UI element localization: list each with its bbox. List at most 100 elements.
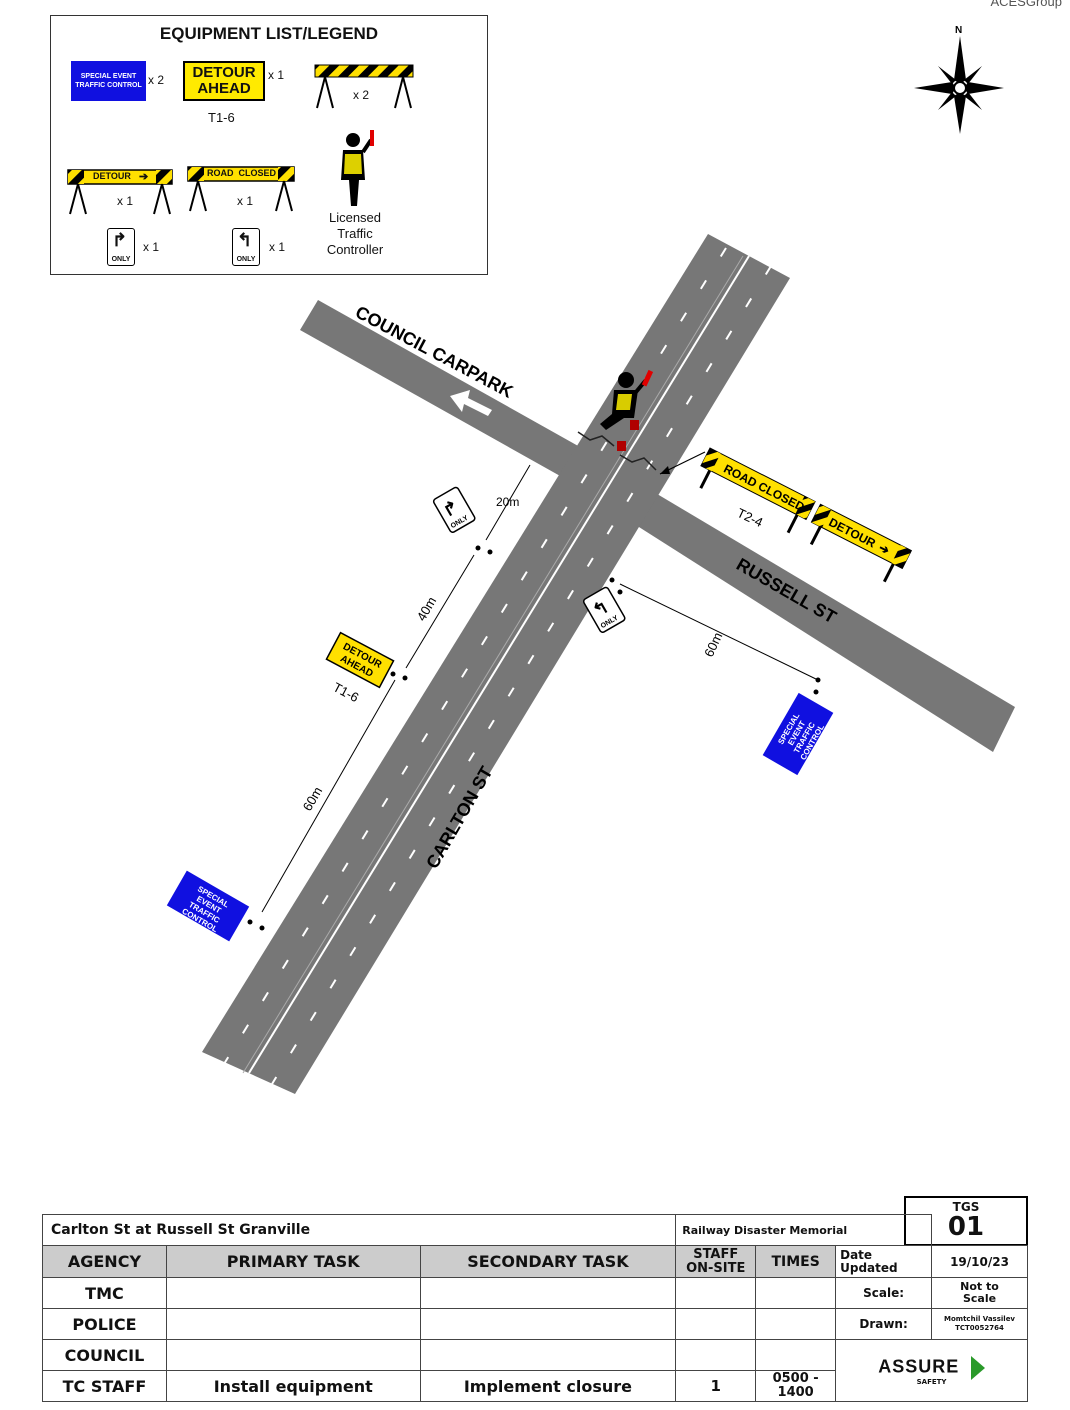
carlton-st-road [202,234,790,1094]
row-tmc-staff [675,1277,757,1309]
row-police-secondary [419,1308,677,1340]
legend-right-only-text: ONLY [111,256,131,263]
row-police-times [755,1308,837,1340]
map-special-event-sign-east: SPECIAL EVENT TRAFFIC CONTROL [762,692,834,776]
legend-detour-barrier-text: DETOUR [93,171,131,181]
north-compass-icon [914,36,1004,134]
legend-road-closed-qty: x 1 [237,194,254,208]
scale-value: Not to Scale [931,1277,1028,1309]
assure-logo: ASSURE SAFETY [835,1339,1028,1402]
times-end: 1400 [777,1385,814,1400]
legend-barrier-qty: x 2 [353,88,370,102]
scale-value-line1: Not to [960,1280,999,1293]
row-tc-staff-times: 0500 - 1400 [755,1370,837,1402]
legend-controller-label: Licensed Traffic Controller [321,210,389,258]
legend-right-only-qty: x 1 [143,240,160,254]
header-staff-line1: STAFF [693,1246,739,1262]
header-date: Date Updated [835,1245,933,1278]
date-value: 19/10/23 [931,1245,1028,1278]
legend-set-qty: x 2 [148,73,165,87]
row-council-times [755,1339,837,1371]
row-tc-staff-count: 1 [675,1370,757,1402]
corner-text: ACESGroup [990,0,1062,9]
carpark-barrier-line [577,431,615,447]
legend-barrier-icon [314,64,414,109]
drawn-label: Drawn: [835,1308,933,1340]
equipment-legend: EQUIPMENT LIST/LEGEND SPECIAL EVENT TRAF… [50,15,488,275]
drawn-value: Momtchil Vassilev TCT0052764 [931,1308,1028,1340]
map-road-closed-text: ROAD CLOSED [721,462,807,515]
legend-left-only-qty: x 1 [269,240,286,254]
dimension-lines [261,464,819,913]
map-traffic-controller-icon [600,369,654,430]
row-council-primary [165,1339,421,1371]
logo-main-text: ASSURE [878,1356,960,1376]
red-cone-icon [630,420,639,430]
drawn-id: TCT0052764 [955,1324,1004,1332]
legend-traffic-controller-icon [341,130,374,206]
location-cell: Carlton St at Russell St Granville [41,1214,677,1246]
row-tmc-secondary [419,1277,677,1309]
legend-road-closed-barrier-icon [187,166,295,212]
legend-left-only-text: ONLY [236,256,256,263]
row-council-secondary [419,1339,677,1371]
row-tmc-times [755,1277,837,1309]
council-carpark-road [300,300,596,486]
tgs-number: 01 [947,1212,985,1242]
red-cone-icon-2 [617,441,626,451]
row-council-staff [675,1339,757,1371]
drawn-name: Momtchil Vassilev [944,1315,1015,1323]
legend-special-event-text: SPECIAL EVENT TRAFFIC CONTROL [75,73,142,89]
logo-arrow-icon [970,1355,985,1380]
scale-label: Scale: [835,1277,933,1309]
scale-value-line2: Scale [962,1292,997,1305]
map-special-event-sign-west: SPECIAL EVENT TRAFFIC CONTROL [166,870,250,942]
legend-left-turn-only-sign: ↰ ONLY [232,228,260,266]
header-primary: PRIMARY TASK [165,1245,421,1278]
legend-detour-ahead-line2: AHEAD [197,80,251,97]
left-turn-arrow-icon: ↰ [237,230,253,250]
legend-special-event-sign: SPECIAL EVENT TRAFFIC CONTROL [71,61,146,101]
legend-detour-ahead-line1: DETOUR [192,64,256,81]
map-right-turn-only-sign: ↱ ONLY [432,486,476,533]
legend-controller-line3: Controller [326,242,384,257]
map-t24-label: T2-4 [735,505,766,530]
row-tc-staff-primary: Install equipment [165,1370,421,1402]
logo-sub-text: SAFETY [916,1377,947,1386]
row-police-agency: POLICE [42,1308,167,1340]
legend-controller-line1: Licensed [328,210,382,225]
russell-st-road [620,485,1015,752]
legend-detour-ahead-code: T1-6 [208,110,235,125]
row-police-staff [675,1308,757,1340]
dim-60m-russell: 60m [701,630,725,659]
row-tmc-primary [165,1277,421,1309]
sign-post-dots [247,545,821,931]
traffic-plan-map: N ROAD CLOSED DETOUR ➔ [166,25,1015,1094]
north-label: N [955,25,962,36]
dim-20m: 20m [496,495,519,509]
header-agency: AGENCY [42,1245,167,1278]
header-staff: STAFF ON-SITE [675,1245,757,1278]
map-left-turn-only-sign: ↰ ONLY [582,586,626,633]
lane-dashes-east [271,265,772,1085]
header-date-line2: Updated [840,1260,898,1275]
carlton-centre-line [248,255,750,1074]
carlton-barrier-line [619,454,657,471]
legend-detour-barrier-icon [67,169,173,215]
legend-detour-barrier-qty: x 1 [117,194,134,208]
legend-controller-line2: Traffic [337,226,373,241]
legend-detour-arrow-icon: ➔ [139,171,149,183]
legend-title: EQUIPMENT LIST/LEGEND [159,24,379,43]
legend-detour-ahead-sign: DETOUR AHEAD [183,61,265,101]
legend-detour-ahead-qty: x 1 [268,68,285,82]
row-police-primary [165,1308,421,1340]
header-staff-line2: ON-SITE [686,1260,746,1276]
legend-right-turn-only-sign: ↱ ONLY [107,228,135,266]
map-t16-label: T1-6 [331,679,362,705]
header-secondary: SECONDARY TASK [419,1245,677,1278]
tgs-label: TGS [952,1200,980,1214]
times-start: 0500 - [772,1371,819,1386]
event-cell: Railway Disaster Memorial [675,1214,933,1246]
row-tc-staff-secondary: Implement closure [419,1370,677,1402]
row-tmc-agency: TMC [42,1277,167,1309]
